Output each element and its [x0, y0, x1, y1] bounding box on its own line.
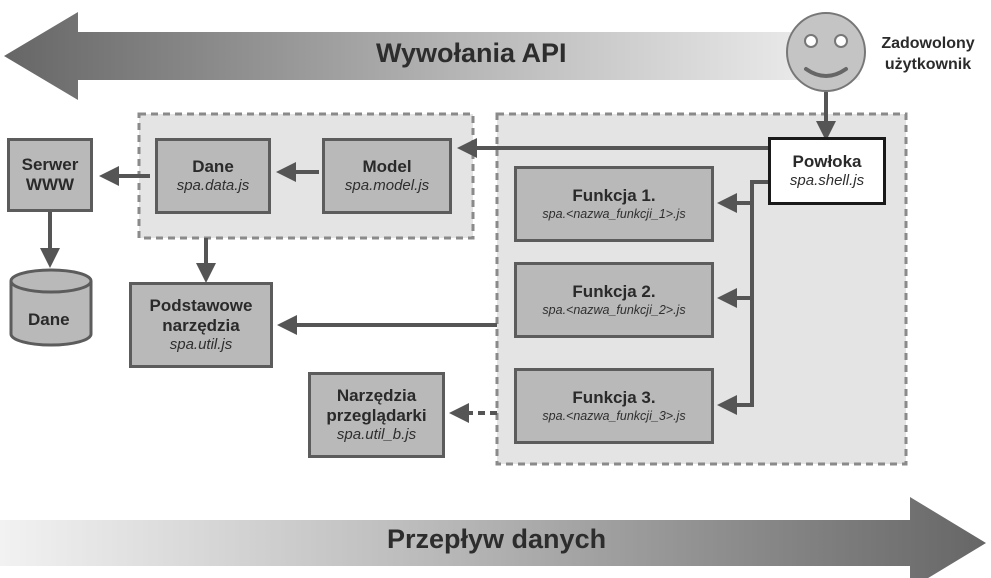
- feature-3-box: Funkcja 3. spa.<nazwa_funkcji_3>.js: [514, 368, 714, 444]
- shell-file: spa.shell.js: [789, 172, 865, 190]
- utilities-title-line2: narzędzia: [162, 316, 240, 335]
- utilities-box: Podstawowe narzędzia spa.util.js: [129, 282, 273, 368]
- browser-utilities-title-line2: przeglądarki: [326, 406, 427, 425]
- feature-3-title: Funkcja 3.: [572, 388, 656, 408]
- browser-utilities-title-line1: Narzędzia: [336, 385, 417, 405]
- model-module-file: spa.model.js: [344, 177, 430, 195]
- utilities-file: spa.util.js: [169, 336, 233, 354]
- feature-1-box: Funkcja 1. spa.<nazwa_funkcji_1>.js: [514, 166, 714, 242]
- browser-utilities-file: spa.util_b.js: [336, 426, 417, 444]
- api-calls-label: Wywołania API: [376, 38, 567, 68]
- feature-1-file: spa.<nazwa_funkcji_1>.js: [542, 206, 686, 221]
- model-module-box: Model spa.model.js: [322, 138, 452, 214]
- browser-utilities-box: Narzędzia przeglądarki spa.util_b.js: [308, 372, 445, 458]
- database-cylinder: [9, 268, 93, 347]
- data-flow-banner-arrow: [0, 497, 986, 578]
- web-server-title-line1: Serwer: [21, 154, 79, 174]
- model-module-title: Model: [362, 156, 412, 176]
- data-flow-label: Przepływ danych: [387, 524, 607, 554]
- user-label-line2: użytkownik: [884, 55, 972, 73]
- database-label: Dane: [28, 310, 70, 329]
- feature-2-file: spa.<nazwa_funkcji_2>.js: [542, 302, 686, 317]
- feature-2-title: Funkcja 2.: [572, 282, 656, 302]
- shell-box: Powłoka spa.shell.js: [768, 137, 886, 205]
- data-module-file: spa.data.js: [176, 177, 250, 195]
- user-label-line1: Zadowolony: [881, 35, 975, 52]
- feature-2-box: Funkcja 2. spa.<nazwa_funkcji_2>.js: [514, 262, 714, 338]
- smiley-face-icon: [786, 12, 866, 92]
- api-calls-banner-arrow: [4, 12, 860, 100]
- feature-3-file: spa.<nazwa_funkcji_3>.js: [542, 408, 686, 423]
- data-module-box: Dane spa.data.js: [155, 138, 271, 214]
- web-server-box: Serwer WWW: [7, 138, 93, 212]
- web-server-title-line2: WWW: [25, 175, 75, 194]
- shell-title: Powłoka: [792, 151, 862, 171]
- feature-1-title: Funkcja 1.: [572, 186, 656, 206]
- utilities-title-line1: Podstawowe: [149, 295, 253, 315]
- data-module-title: Dane: [192, 156, 234, 176]
- user-label: Zadowolony użytkownik: [866, 34, 990, 76]
